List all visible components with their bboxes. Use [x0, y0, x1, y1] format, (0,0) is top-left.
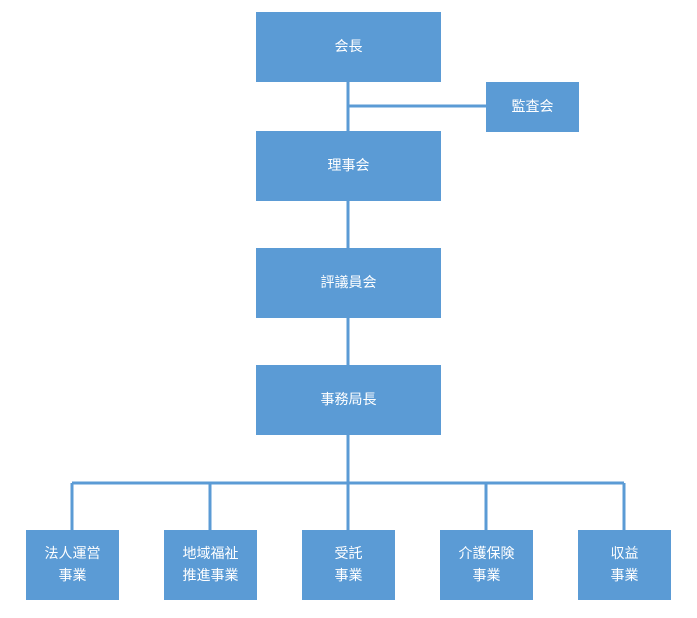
- councilors-box: 評議員会: [256, 248, 441, 318]
- division-label: 受託 事業: [334, 546, 363, 584]
- secretary-general-label: 事務局長: [320, 392, 377, 408]
- division-label: 介護保険 事業: [458, 546, 515, 584]
- chairman-label: 会長: [334, 39, 363, 55]
- auditors-box: 監査会: [486, 82, 579, 132]
- division-label: 収益 事業: [610, 546, 639, 584]
- auditors-label: 監査会: [511, 99, 554, 115]
- board-of-directors-box: 理事会: [256, 131, 441, 201]
- division-label: 法人運営 事業: [44, 546, 101, 584]
- chairman-box: 会長: [256, 12, 441, 82]
- councilors-label: 評議員会: [320, 275, 377, 291]
- division-box: 収益 事業: [578, 530, 671, 600]
- board-of-directors-label: 理事会: [327, 158, 370, 174]
- division-box: 地域福祉 推進事業: [164, 530, 257, 600]
- division-box: 介護保険 事業: [440, 530, 533, 600]
- division-label: 地域福祉 推進事業: [182, 546, 239, 584]
- division-box: 受託 事業: [302, 530, 395, 600]
- secretary-general-box: 事務局長: [256, 365, 441, 435]
- division-box: 法人運営 事業: [26, 530, 119, 600]
